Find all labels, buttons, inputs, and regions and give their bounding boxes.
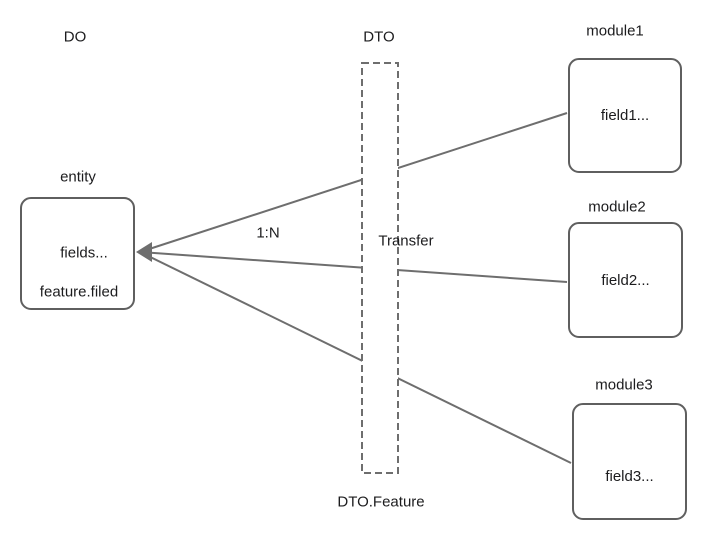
connector-line-module3-entity bbox=[139, 251, 572, 464]
entity-feature-text: feature.filed bbox=[39, 283, 119, 301]
module2-field-text: field2... bbox=[601, 271, 650, 289]
module1-box: field1... bbox=[568, 58, 682, 173]
dto-section-label: DTO bbox=[363, 28, 395, 46]
connector-line-module2-entity bbox=[139, 251, 568, 283]
module2-title-label: module2 bbox=[588, 198, 646, 216]
module3-field-text: field3... bbox=[605, 468, 654, 485]
module1-title-label: module1 bbox=[586, 22, 644, 40]
module3-box: field3... bbox=[572, 403, 687, 520]
transfer-label: Transfer bbox=[378, 232, 434, 250]
do-section-label: DO bbox=[63, 28, 87, 46]
arrowhead-icon bbox=[136, 242, 152, 262]
module3-title-label: module3 bbox=[595, 376, 653, 394]
cardinality-label: 1:N bbox=[256, 224, 280, 242]
entity-fields-text: fields... bbox=[60, 244, 108, 262]
dto-feature-label: DTO.Feature bbox=[337, 493, 425, 511]
entity-box: fields... feature.filed bbox=[20, 197, 135, 310]
dto-boundary-dashed-rect bbox=[361, 62, 399, 474]
module1-field-text: field1... bbox=[600, 107, 650, 124]
entity-title-label: entity bbox=[60, 168, 96, 186]
connector-line-module1-entity bbox=[139, 112, 568, 253]
module2-box: field2... bbox=[568, 222, 683, 338]
